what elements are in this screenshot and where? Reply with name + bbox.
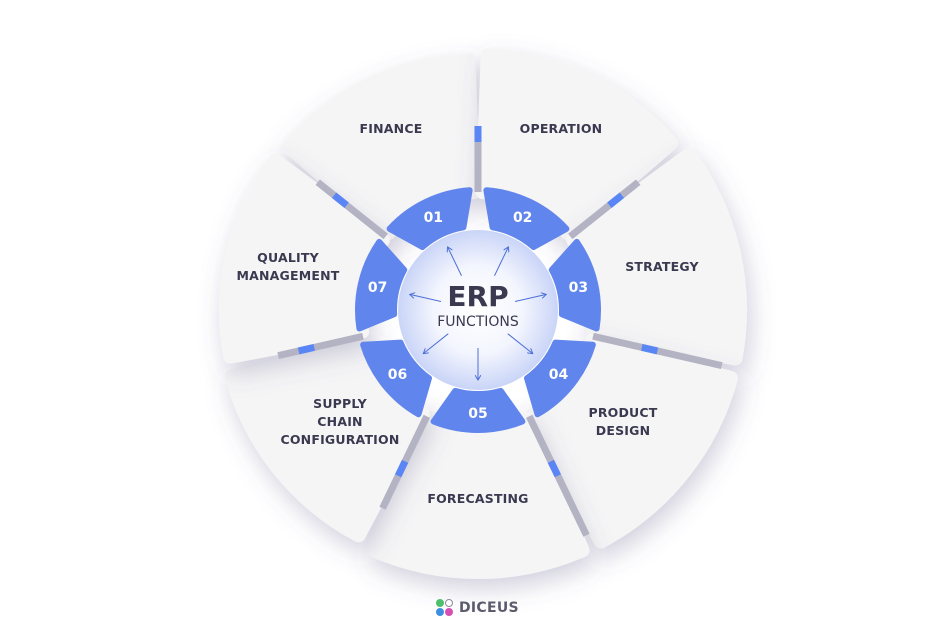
arrow-icon — [448, 247, 462, 276]
function-number: 06 — [388, 367, 407, 383]
label-line: CONFIGURATION — [280, 432, 399, 447]
label-line: OPERATION — [520, 121, 603, 136]
brand-name: DICEUS — [459, 600, 519, 616]
diceus-logo: DICEUS — [436, 599, 519, 617]
label-line: STRATEGY — [625, 259, 699, 274]
arrow-icon — [514, 294, 546, 303]
function-label-03: STRATEGY — [625, 259, 699, 274]
ring-segment-01 — [386, 187, 473, 251]
function-number: 01 — [424, 210, 443, 226]
divider-group — [277, 126, 723, 537]
center-title: ERP — [447, 280, 508, 313]
label-line: CHAIN — [317, 414, 362, 429]
arrow-group — [410, 247, 546, 380]
divider-accent — [641, 343, 659, 355]
label-line: PRODUCT — [588, 405, 657, 420]
function-label-07: QUALITY MANAGEMENT — [236, 250, 339, 283]
divider-accent — [547, 459, 561, 478]
diceus-logo-icon — [436, 599, 454, 617]
function-label-02: OPERATION — [520, 121, 603, 136]
label-line: DESIGN — [596, 423, 651, 438]
ring-segment-06 — [360, 339, 432, 418]
label-line: FORECASTING — [427, 491, 528, 506]
arrow-icon — [494, 247, 508, 276]
divider-accent — [297, 343, 315, 355]
ring-segment-05 — [430, 387, 526, 433]
ring-segment-03 — [548, 238, 601, 332]
ring-segment-04 — [524, 339, 596, 418]
function-label-04: PRODUCT DESIGN — [588, 405, 657, 438]
divider-accent — [331, 192, 349, 208]
function-number: 03 — [569, 280, 588, 296]
label-group: FINANCE OPERATION STRATEGY PRODUCT DESIGN FOR… — [236, 121, 699, 506]
label-line: MANAGEMENT — [236, 268, 339, 283]
function-label-05: FORECASTING — [427, 491, 528, 506]
divider-line — [568, 179, 641, 240]
ring-segment-07 — [355, 238, 408, 332]
arrow-icon — [423, 333, 449, 354]
center-subtitle: FUNCTIONS — [437, 314, 519, 330]
label-line: SUPPLY — [313, 396, 367, 411]
divider-accent — [395, 459, 409, 478]
center-glow — [398, 230, 558, 390]
label-line: QUALITY — [257, 250, 319, 265]
function-number: 04 — [549, 367, 569, 383]
arrow-icon — [507, 333, 533, 354]
function-number: 05 — [468, 406, 487, 422]
function-number: 02 — [513, 210, 532, 226]
divider-line — [277, 332, 364, 360]
function-label-06: SUPPLY CHAIN CONFIGURATION — [280, 396, 399, 447]
center-hub: ERP FUNCTIONS — [398, 230, 558, 390]
function-label-01: FINANCE — [360, 121, 423, 136]
ring-segment-02 — [483, 187, 570, 251]
arrow-icon — [410, 294, 442, 303]
label-line: FINANCE — [360, 121, 423, 136]
number-ring: 01 02 03 04 05 06 07 — [355, 187, 601, 433]
function-number: 07 — [368, 280, 387, 296]
divider-line — [315, 179, 388, 240]
divider-accent — [607, 192, 625, 208]
